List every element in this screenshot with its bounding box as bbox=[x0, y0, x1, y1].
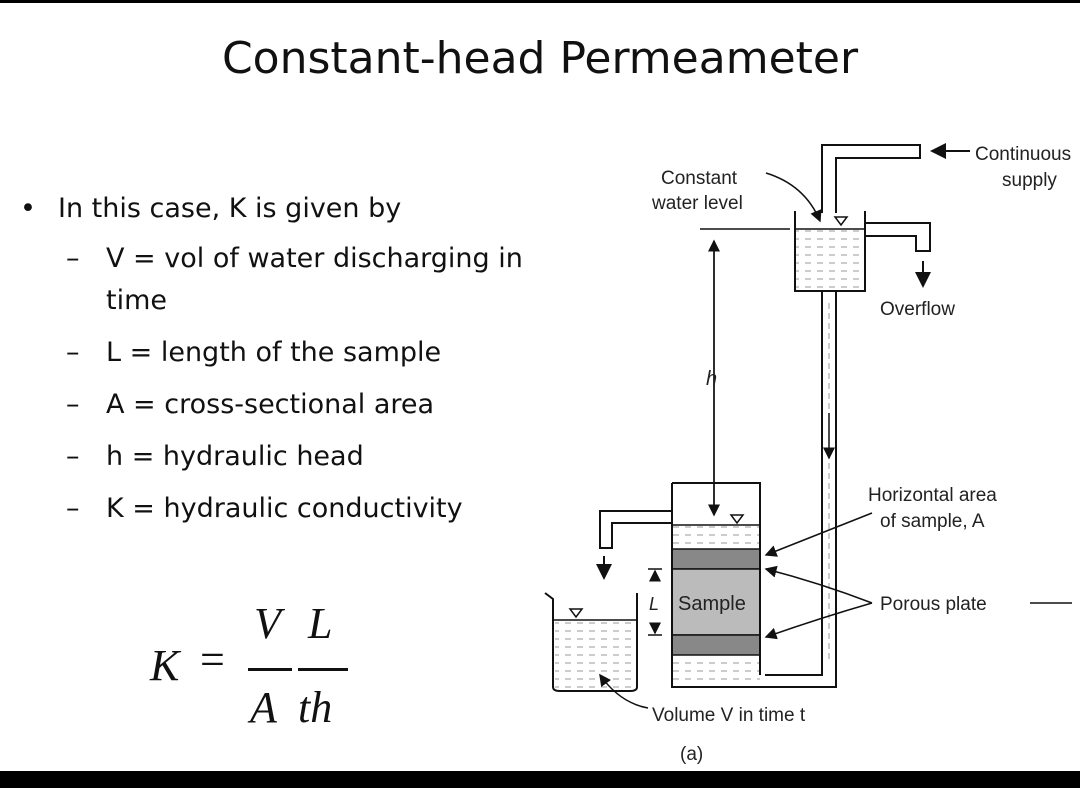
label-sample-area: of sample, A bbox=[880, 511, 985, 532]
formula-numerator-l: L bbox=[308, 599, 333, 648]
slide: Constant-head Permeameter • In this case… bbox=[0, 3, 1080, 771]
permeameter-diagram: Continuous supply Overflow Constant wate… bbox=[544, 143, 1072, 765]
bullet-list: • In this case, K is given by –V = vol o… bbox=[20, 193, 580, 530]
porous-pointer-bottom bbox=[764, 602, 873, 640]
cylinder-wall-right bbox=[672, 482, 761, 675]
beaker-water bbox=[555, 620, 635, 688]
water-level-icon bbox=[568, 608, 584, 619]
reservoir-water bbox=[795, 229, 865, 291]
formula-denominator-th: th bbox=[298, 683, 333, 732]
outlet-pipe bbox=[599, 510, 672, 549]
cylinder-wall-left bbox=[671, 483, 765, 688]
label-caption: (a) bbox=[680, 744, 703, 765]
sub-item-v: –V = vol of water discharging in time bbox=[66, 243, 523, 316]
sub-item-text: K = hydraulic conductivity bbox=[106, 493, 463, 524]
label-water-level: water level bbox=[651, 193, 743, 214]
label-sample: Sample bbox=[678, 593, 746, 615]
area-pointer bbox=[764, 512, 873, 557]
label-overflow: Overflow bbox=[880, 299, 955, 320]
sub-item-k: –K = hydraulic conductivity bbox=[66, 493, 463, 524]
porous-plate-top bbox=[671, 548, 761, 570]
sub-item-l: –L = length of the sample bbox=[66, 337, 442, 368]
formula-equals: = bbox=[200, 635, 225, 684]
label-h: h bbox=[706, 368, 717, 390]
label-volume: Volume V in time t bbox=[652, 705, 806, 726]
porous-pointer-top bbox=[764, 565, 873, 604]
sub-item-text: h = hydraulic head bbox=[106, 441, 364, 472]
label-horizontal-area: Horizontal area bbox=[868, 485, 997, 506]
conductivity-formula: K = V L A th bbox=[150, 598, 370, 738]
fraction-bar-2 bbox=[298, 668, 348, 671]
label-L: L bbox=[649, 594, 659, 614]
connecting-tube bbox=[765, 291, 823, 676]
formula-lhs: K bbox=[150, 641, 180, 690]
overflow-pipe bbox=[866, 222, 931, 252]
fraction-bar-1 bbox=[248, 668, 292, 671]
porous-plate-bottom bbox=[671, 634, 761, 656]
constant-level-pointer bbox=[765, 172, 822, 223]
volume-pointer bbox=[599, 673, 649, 709]
label-supply: supply bbox=[1002, 170, 1057, 191]
slide-title: Constant-head Permeameter bbox=[221, 33, 859, 84]
sub-item-text: V = vol of water discharging in time bbox=[106, 243, 523, 316]
formula-numerator-v: V bbox=[254, 599, 281, 648]
sub-item-text: A = cross-sectional area bbox=[106, 389, 435, 420]
label-continuous: Continuous bbox=[975, 144, 1071, 165]
water-level-icon bbox=[833, 216, 849, 227]
sub-item-text: L = length of the sample bbox=[106, 337, 442, 368]
supply-pipe bbox=[821, 144, 921, 213]
collection-beaker bbox=[544, 592, 638, 692]
bullet-main: • In this case, K is given by bbox=[20, 193, 580, 224]
bullet-text: In this case, K is given by bbox=[58, 193, 402, 224]
bullet-dot: • bbox=[20, 193, 36, 224]
label-porous-plate: Porous plate bbox=[880, 594, 987, 615]
constant-head-reservoir bbox=[794, 211, 866, 292]
connecting-tube-outer bbox=[765, 291, 837, 688]
formula-denominator-a: A bbox=[250, 683, 277, 732]
label-constant: Constant bbox=[661, 168, 738, 189]
sub-item-a: –A = cross-sectional area bbox=[66, 389, 435, 420]
water-level-icon bbox=[729, 514, 745, 525]
sub-item-h: –h = hydraulic head bbox=[66, 441, 364, 472]
